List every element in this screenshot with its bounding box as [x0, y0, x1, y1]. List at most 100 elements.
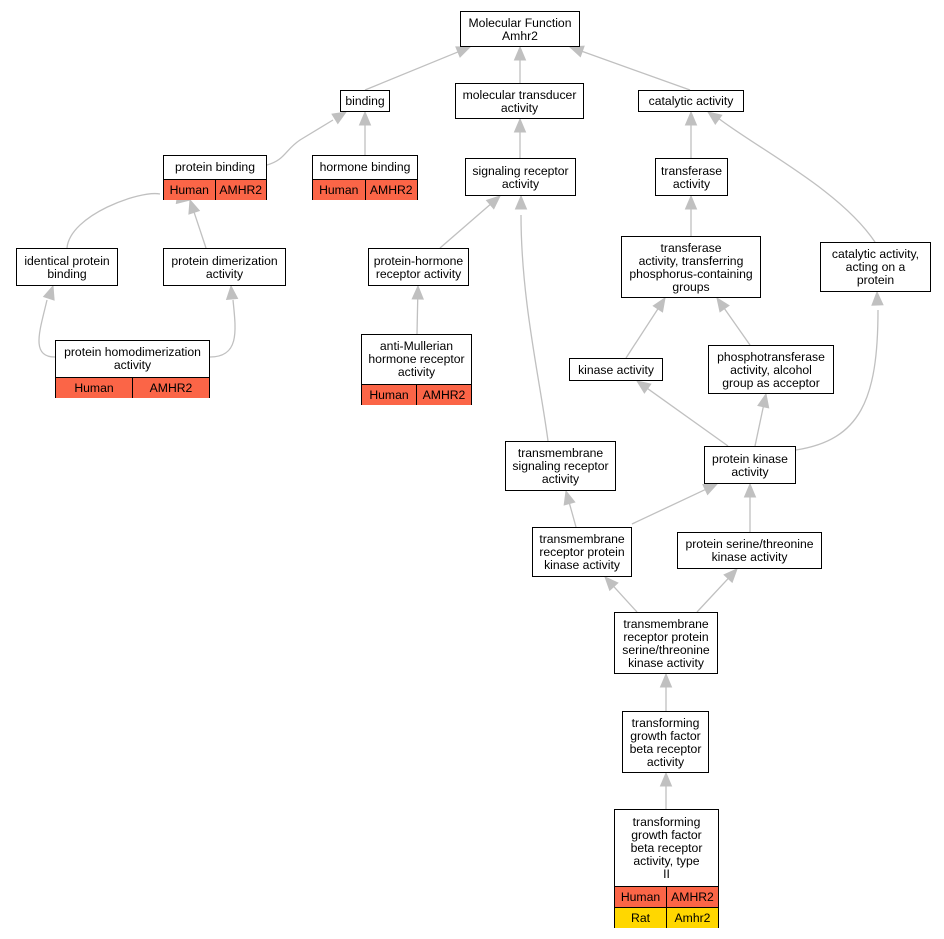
- go-node-label: catalytic activity, acting on a protein: [831, 247, 920, 287]
- go-node-label: transmembrane receptor protein kinase ac…: [539, 532, 625, 572]
- edge-arrowhead: [514, 194, 528, 210]
- go-node-label: transmembrane signaling receptor activit…: [512, 446, 609, 486]
- go-node-protein-kinase[interactable]: protein kinase activity: [704, 446, 796, 484]
- edge-tm-receptor-kinase-to-protein-kinase: [631, 488, 706, 525]
- edge-arrowhead: [716, 296, 730, 313]
- edge-arrowhead: [188, 198, 201, 215]
- edge-arrowhead: [42, 284, 55, 301]
- go-node-tm-ser-thr-kinase[interactable]: transmembrane receptor protein serine/th…: [614, 612, 718, 674]
- edge-arrowhead: [706, 111, 723, 125]
- edge-arrowhead: [411, 284, 424, 300]
- go-node-label: transferase activity: [661, 163, 722, 191]
- go-node-label: protein homodimerization activity: [64, 345, 201, 372]
- edge-arrowhead: [871, 290, 884, 306]
- edge-protein-kinase-to-kinase: [647, 388, 729, 447]
- edge-arrowhead: [225, 284, 239, 300]
- edge-arrowhead: [659, 771, 673, 787]
- edge-protein-kinase-to-catalytic-protein: [795, 309, 879, 451]
- edge-tm-ser-thr-kinase-to-ser-thr-kinase: [696, 578, 729, 613]
- edge-dimerization-to-protein-binding: [193, 212, 207, 249]
- edge-binding-to-root: [364, 51, 459, 91]
- go-node-tm-signaling-receptor[interactable]: transmembrane signaling receptor activit…: [505, 441, 616, 491]
- go-node-label: binding: [345, 94, 385, 108]
- go-node-label: kinase activity: [578, 362, 654, 377]
- edge-phosphotransferase-to-transferase-phosphorus: [723, 308, 751, 346]
- edge-arrowhead: [568, 45, 585, 58]
- go-node-amh-receptor[interactable]: anti-Mullerian hormone receptor activity…: [361, 334, 472, 405]
- go-node-binding[interactable]: binding: [340, 90, 390, 112]
- go-node-label: signaling receptor activity: [472, 163, 569, 191]
- edge-homodimerization-to-identical-binding: [38, 299, 56, 358]
- go-node-tm-receptor-kinase[interactable]: transmembrane receptor protein kinase ac…: [532, 527, 632, 577]
- edge-protein-kinase-to-phosphotransferase: [754, 406, 764, 447]
- annotation-gene: AMHR2: [416, 385, 471, 405]
- edge-arrowhead: [485, 195, 501, 210]
- go-node-catalytic[interactable]: catalytic activity: [638, 90, 744, 112]
- go-node-signaling-receptor[interactable]: signaling receptor activity: [465, 158, 576, 196]
- edge-tm-signaling-receptor-to-signaling-receptor: [520, 214, 549, 442]
- go-node-label: anti-Mullerian hormone receptor activity: [368, 339, 465, 379]
- edge-arrowhead: [358, 110, 372, 126]
- go-node-label: transmembrane receptor protein serine/th…: [622, 616, 710, 670]
- go-node-kinase[interactable]: kinase activity: [569, 358, 663, 381]
- go-node-transferase[interactable]: transferase activity: [655, 158, 728, 196]
- edge-tm-ser-thr-kinase-to-tm-receptor-kinase: [613, 586, 638, 613]
- go-node-label: phosphotransferase activity, alcohol gro…: [717, 349, 825, 390]
- edge-arrowhead: [684, 110, 698, 126]
- go-node-label: molecular transducer activity: [462, 87, 577, 115]
- edge-arrowhead: [331, 111, 348, 125]
- go-node-label: protein-hormone receptor activity: [373, 253, 464, 281]
- annotation-species: Human: [615, 887, 666, 907]
- annotation-species: Human: [313, 180, 365, 200]
- go-node-transferase-phosphorus[interactable]: transferase activity, transferring phosp…: [621, 236, 761, 298]
- go-node-label: hormone binding: [319, 160, 411, 174]
- go-node-phosphotransferase[interactable]: phosphotransferase activity, alcohol gro…: [708, 345, 834, 394]
- annotation-species: Human: [362, 385, 416, 405]
- go-node-label: transferase activity, transferring phosp…: [629, 240, 753, 294]
- edge-catalytic-to-root: [582, 50, 691, 91]
- edge-arrowhead: [563, 489, 576, 506]
- go-node-identical-binding[interactable]: identical protein binding: [16, 248, 118, 286]
- go-node-tgfb-type2[interactable]: transforming growth factor beta receptor…: [614, 809, 719, 928]
- annotation-gene: Amhr2: [666, 908, 718, 928]
- edge-arrowhead: [635, 380, 652, 394]
- go-node-transducer[interactable]: molecular transducer activity: [455, 83, 584, 119]
- go-node-tgfb-receptor[interactable]: transforming growth factor beta receptor…: [622, 711, 709, 773]
- edge-amh-receptor-to-protein-hormone-receptor: [416, 298, 419, 335]
- go-node-label: protein kinase activity: [712, 451, 788, 479]
- go-node-ser-thr-kinase[interactable]: protein serine/threonine kinase activity: [677, 532, 822, 569]
- edge-kinase-to-transferase-phosphorus: [625, 308, 659, 359]
- edge-arrowhead: [743, 482, 757, 498]
- edge-protein-binding-to-binding: [266, 119, 334, 166]
- go-node-label: transforming growth factor beta receptor…: [630, 814, 703, 881]
- go-node-label: catalytic activity: [648, 94, 734, 108]
- edge-catalytic-protein-to-catalytic: [717, 117, 876, 243]
- edge-arrowhead: [723, 568, 738, 584]
- edge-arrowhead: [652, 296, 666, 313]
- go-node-root[interactable]: Molecular Function Amhr2: [460, 11, 580, 47]
- go-node-protein-hormone-receptor[interactable]: protein-hormone receptor activity: [368, 248, 469, 286]
- annotation-gene: AMHR2: [364, 180, 417, 200]
- go-node-label: protein dimerization activity: [171, 253, 278, 281]
- go-node-label: Molecular Function Amhr2: [468, 15, 572, 43]
- go-node-catalytic-protein[interactable]: catalytic activity, acting on a protein: [820, 242, 931, 292]
- go-node-label: protein binding: [175, 160, 255, 174]
- edge-arrowhead: [702, 483, 719, 496]
- annotation-gene: AMHR2: [214, 180, 266, 200]
- edge-protein-hormone-receptor-to-signaling-receptor: [439, 204, 491, 249]
- go-node-dimerization[interactable]: protein dimerization activity: [163, 248, 286, 286]
- annotation-gene: AMHR2: [132, 378, 209, 398]
- edge-arrowhead: [757, 392, 770, 409]
- edge-arrowhead: [455, 46, 472, 58]
- edge-arrowhead: [513, 45, 527, 61]
